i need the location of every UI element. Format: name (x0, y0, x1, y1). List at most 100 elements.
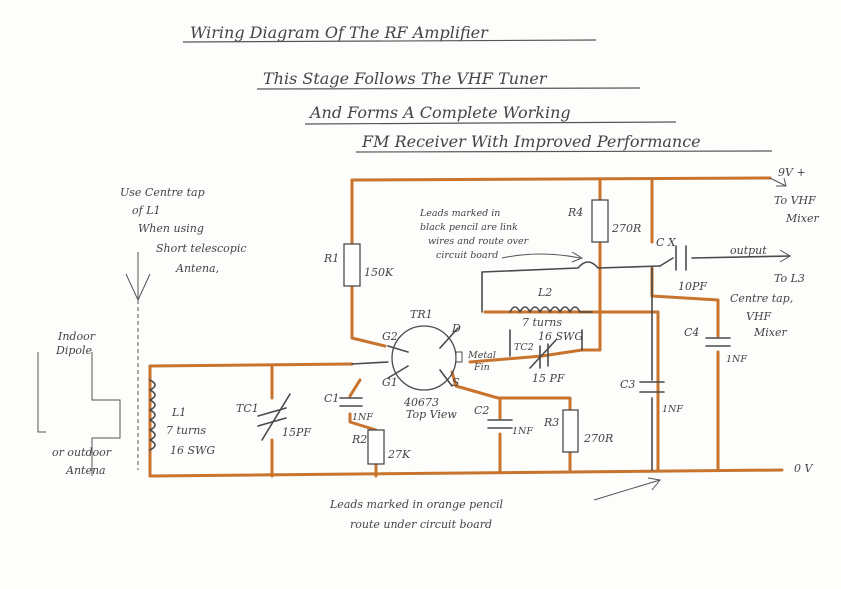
leads-black-note-4: circuit board (436, 250, 498, 261)
outdoor-antenna-shape (37, 352, 46, 433)
tr1-pin-s: S (452, 376, 460, 389)
tc1-value: 15PF (282, 426, 311, 439)
c2-value: 1NF (512, 426, 533, 437)
outdoor-label-1: or outdoor (52, 446, 112, 459)
drain-link-wire (481, 261, 661, 313)
tr1-leads (387, 327, 459, 387)
ground-label: 0 V (794, 462, 813, 475)
c4-ref: C4 (684, 326, 699, 339)
dipole-shape (91, 352, 121, 476)
to-l3-4: Mixer (753, 326, 787, 339)
title-underline-4 (355, 150, 773, 153)
r1-wire (350, 178, 387, 348)
c4-rail-wire (650, 178, 720, 472)
input-rail-wire (148, 362, 354, 368)
leads-black-note-2: black pencil are link (420, 222, 518, 233)
title-line-2: This Stage Follows The VHF Tuner (263, 69, 548, 88)
tr1-pin-g2: G2 (382, 330, 398, 343)
centre-tap-note-4: Short telescopic (156, 242, 247, 255)
output-wire (659, 255, 791, 267)
title-line-1: Wiring Diagram Of The RF Amplifier (190, 23, 489, 42)
source-wire (450, 370, 572, 474)
tr1-pin-g1: G1 (382, 376, 398, 389)
l2-wire: 16 SWG (538, 330, 583, 343)
tr1-part: 40673 (403, 396, 439, 409)
c3-ref: C3 (620, 378, 635, 391)
to-vhf-mixer-2: Mixer (785, 212, 819, 225)
to-l3-2: Centre tap, (730, 292, 793, 305)
output-arrow-icon (779, 249, 791, 263)
tr1-pin-d: D (451, 322, 461, 335)
cx-value: 10PF (678, 280, 707, 293)
cx-ref: C X (656, 236, 677, 249)
trimmer-tc1 (257, 393, 291, 441)
ground-rail-wire (148, 468, 784, 478)
inductor-l2 (509, 306, 593, 313)
trimmer-tc2 (529, 339, 557, 369)
title-underline-1 (182, 39, 597, 43)
c1-ref: C1 (324, 392, 339, 405)
c4-value: 1NF (726, 354, 747, 365)
indoor-label-1: Indoor (57, 330, 96, 343)
resistor-r1 (343, 243, 361, 287)
antenna-arrow-icon (125, 252, 151, 302)
r2-ref: R2 (351, 433, 367, 446)
c1-value: 1NF (352, 412, 373, 423)
leads-orange-note-2: route under circuit board (350, 518, 492, 531)
leads-black-arrow-icon (501, 251, 584, 263)
l1-wire: 16 SWG (170, 444, 215, 457)
resistor-r2 (367, 429, 385, 465)
c3-value: 1NF (662, 404, 683, 415)
resistor-r4 (591, 199, 609, 243)
r3-ref: R3 (543, 416, 559, 429)
tc2-ref: TC2 (514, 342, 534, 353)
leads-black-note-1: Leads marked in (419, 208, 500, 219)
metal-fin-label-1: Metal (467, 350, 496, 361)
l2-turns: 7 turns (522, 316, 562, 329)
inductor-l1 (149, 379, 156, 451)
positive-rail-wire (350, 176, 772, 182)
r1-value: 150K (364, 266, 394, 279)
l2-drain-wire (483, 310, 660, 472)
l1-turns: 7 turns (166, 424, 206, 437)
tc2-value: 15 PF (532, 372, 565, 385)
output-label: output (730, 244, 767, 257)
tr1-ref: TR1 (410, 308, 433, 321)
tr1-view: Top View (406, 408, 457, 421)
l2-link-wire (509, 329, 583, 357)
leads-orange-arrow-icon (593, 477, 661, 501)
supply-positive: 9V + (778, 166, 806, 179)
capacitor-c1 (339, 397, 363, 407)
c2-ref: C2 (474, 404, 489, 417)
gate-link-wire (351, 361, 389, 365)
capacitor-cx (675, 245, 687, 271)
r3-value: 270R (583, 432, 613, 445)
r2-value: 27K (387, 448, 411, 461)
centre-tap-note-2: of L1 (132, 204, 161, 217)
capacitor-c4 (705, 337, 731, 347)
r4-value: 270R (611, 222, 641, 235)
capacitor-c3 (639, 381, 665, 393)
metal-fin-label-2: Fin (473, 362, 490, 373)
centre-tap-note-3: When using (138, 222, 204, 235)
tc1-ref: TC1 (236, 402, 259, 415)
centre-tap-note-5: Antena, (175, 262, 219, 275)
r4-ref: R4 (567, 206, 583, 219)
supply-arrow-icon (769, 177, 787, 187)
title-line-4: FM Receiver With Improved Performance (361, 132, 701, 151)
centre-tap-note-1: Use Centre tap (120, 186, 205, 199)
indoor-label-2: Dipole (55, 344, 93, 357)
to-l3-1: To L3 (774, 272, 805, 285)
leads-orange-note-1: Leads marked in orange pencil (329, 498, 504, 511)
l1-ref: L1 (171, 406, 186, 419)
resistor-r3 (562, 409, 579, 453)
title-underline-2 (256, 87, 641, 90)
transistor-tr1 (391, 325, 457, 391)
title-line-3: And Forms A Complete Working (308, 103, 571, 122)
r1-ref: R1 (323, 252, 339, 265)
to-l3-3: VHF (746, 310, 772, 323)
to-vhf-mixer-1: To VHF (774, 194, 816, 207)
capacitor-c2 (487, 419, 513, 429)
leads-black-note-3: wires and route over (428, 236, 530, 247)
